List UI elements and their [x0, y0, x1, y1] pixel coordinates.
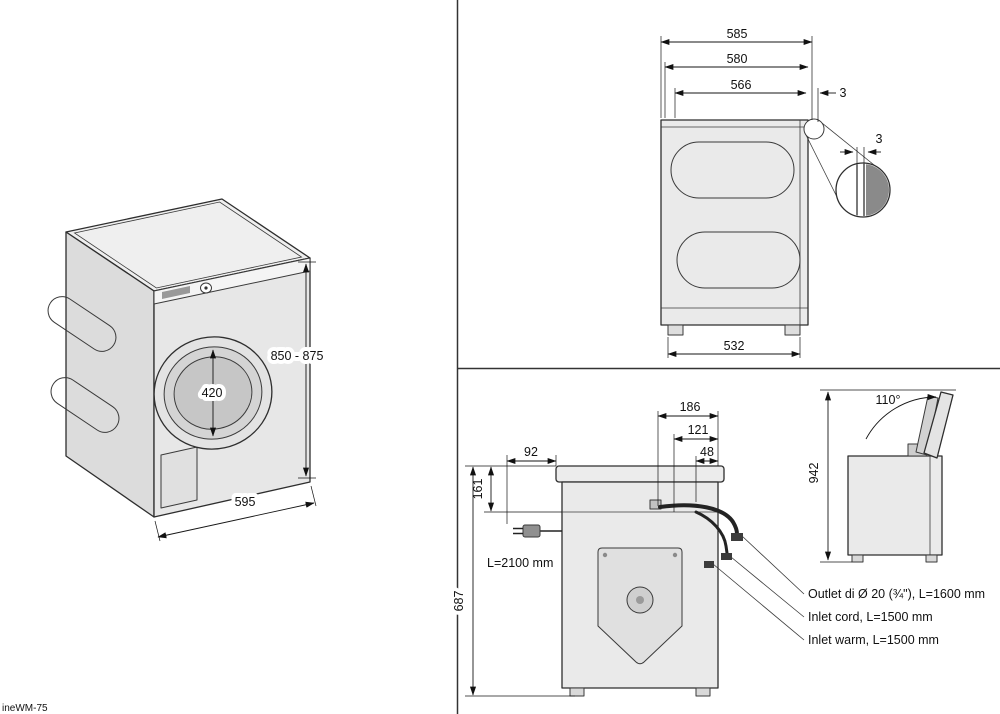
display-window: [162, 286, 190, 299]
foot-right: [784, 324, 801, 336]
panel-dividers: [456, 0, 1000, 714]
gap-detail-view: 3: [805, 122, 891, 218]
dim-label-door: 420: [202, 386, 223, 400]
isometric-view: 850 - 875 420 595: [47, 198, 327, 542]
side-panel-emboss-upper: [47, 296, 117, 352]
dim-label-48: 48: [700, 445, 714, 459]
screw-icon: [602, 552, 608, 558]
side-panel-emboss-lower: [50, 377, 120, 433]
dim-label-gap: 3: [840, 86, 847, 100]
inlet-cord-label: Inlet cord, L=1500 mm: [808, 610, 933, 624]
dim-label-942: 942: [807, 463, 821, 484]
rear-foot-left: [569, 687, 585, 697]
rear-view: 186 121 48 92 161 687 L=2100 mm: [448, 400, 743, 697]
worktop-rim: [73, 201, 303, 289]
rear-foot-right: [695, 687, 711, 697]
rear-worktop: [555, 465, 725, 483]
lid-view-body: [847, 455, 943, 556]
power-plug-icon: [522, 524, 541, 538]
outlet-label: Outlet di Ø 20 (¾"), L=1600 mm: [808, 587, 985, 601]
leader-outlet: [741, 535, 805, 595]
dim-label-585: 585: [727, 27, 748, 41]
dim-label-110: 110°: [876, 393, 901, 407]
side-emboss-lower: [676, 231, 801, 289]
warm-inlet-end: [704, 561, 714, 568]
dim-label-depth: 595: [235, 495, 256, 509]
outlet-hose: [658, 503, 739, 536]
open-lid-view: 110° 942: [803, 389, 956, 563]
connection-labels: Outlet di Ø 20 (¾"), L=1600 mm Inlet cor…: [712, 535, 985, 647]
dim-label-92: 92: [524, 445, 538, 459]
model-footnote: ineWM-75: [2, 703, 48, 714]
inlet-hose: [694, 510, 729, 555]
outlet-hose-end: [731, 533, 743, 541]
side-emboss-upper: [670, 141, 795, 199]
dim-label-gap-detail: 3: [876, 132, 883, 146]
cord-length-label: L=2100 mm: [487, 556, 553, 570]
lid-view-foot-left: [851, 554, 864, 563]
dim-label-580: 580: [727, 52, 748, 66]
side-body: [660, 119, 809, 326]
inlet-warm-label: Inlet warm, L=1500 mm: [808, 633, 939, 647]
dim-label-121: 121: [688, 423, 709, 437]
open-lid: [923, 391, 954, 459]
foot-left: [667, 324, 684, 336]
leader-inlet-warm: [712, 563, 805, 641]
dim-label-532: 532: [724, 339, 745, 353]
dim-label-186: 186: [680, 400, 701, 414]
lid-view-foot-right: [925, 554, 938, 563]
angle-arc: [865, 393, 937, 440]
screw-icon: [672, 552, 678, 558]
inlet-hose-end: [721, 553, 732, 560]
service-flap: [160, 446, 198, 509]
knob-marker: [204, 286, 208, 290]
side-view: 585 580 566 3 532: [660, 27, 847, 358]
depth-dim-line: [157, 501, 315, 539]
control-panel: [153, 257, 311, 305]
dim-label-566: 566: [731, 78, 752, 92]
inner-lid-flap: [915, 395, 939, 456]
inlet-valve: [649, 499, 662, 510]
hinge-bump: [803, 118, 825, 140]
detail-content: [856, 164, 889, 216]
dim-label-687: 687: [452, 591, 466, 612]
leader-inlet-cord: [730, 556, 805, 618]
dim-label-height: 850 - 875: [271, 349, 324, 363]
